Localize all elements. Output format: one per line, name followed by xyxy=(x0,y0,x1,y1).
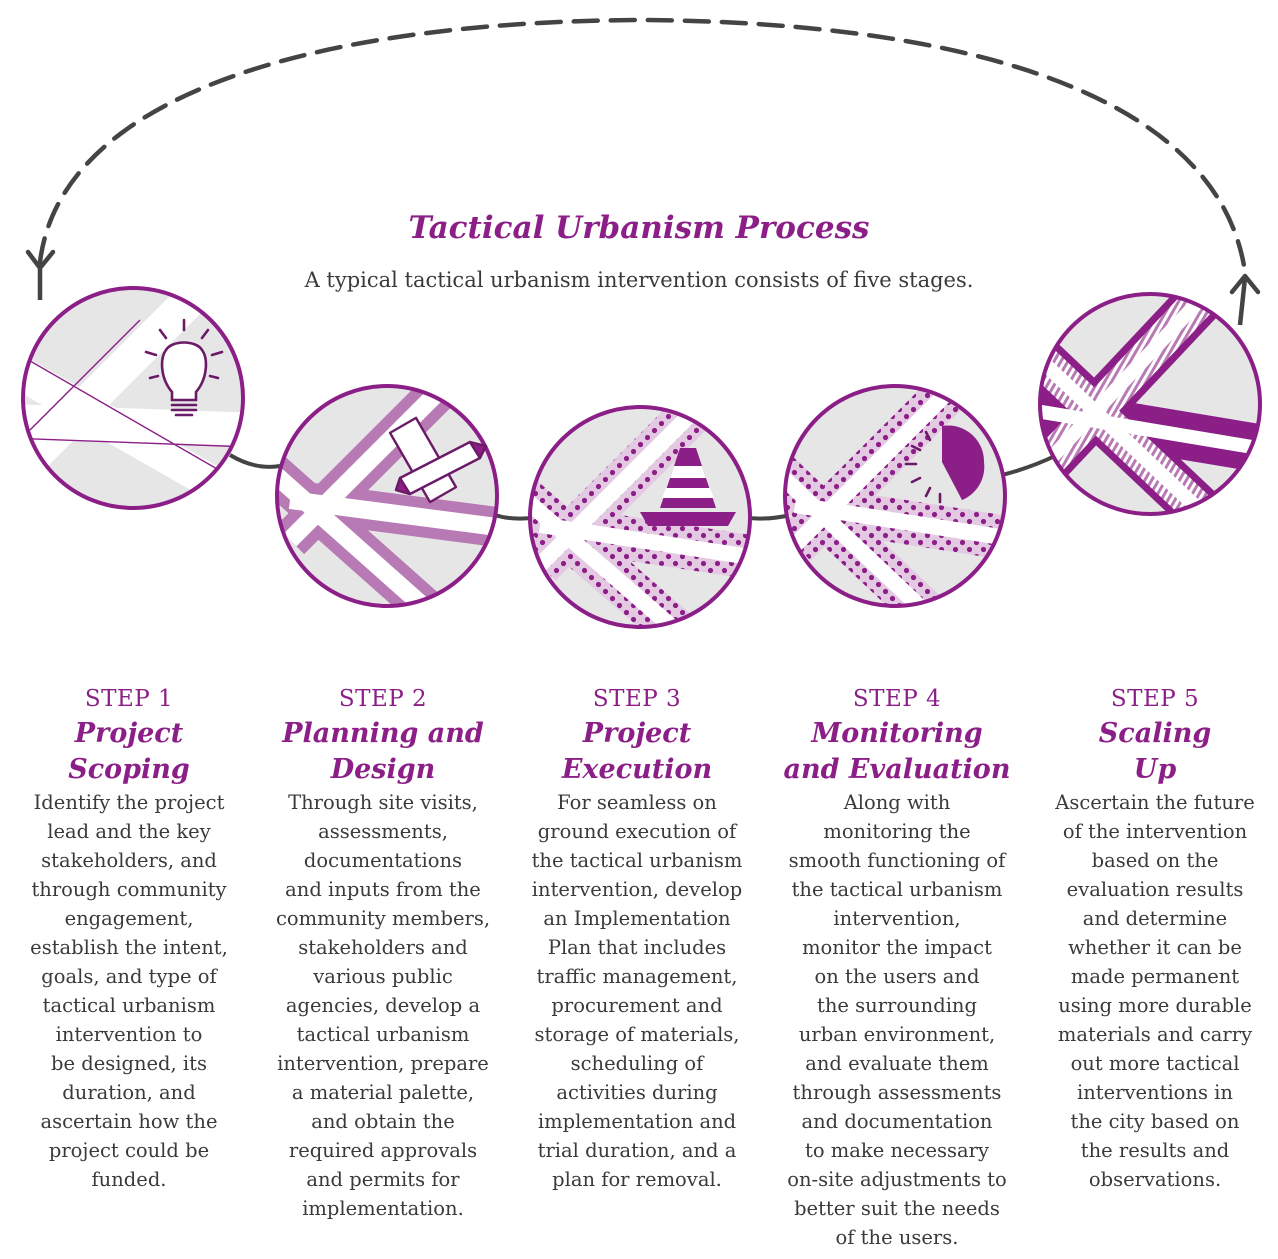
step-description: Identify the project lead and the key st… xyxy=(30,791,228,1191)
step-number: STEP 2 xyxy=(338,686,428,712)
step-2-illustration xyxy=(275,384,499,608)
step-description: For seamless on ground execution of the … xyxy=(531,791,743,1191)
process-diagram xyxy=(21,17,1262,629)
gauge-icon xyxy=(904,425,985,504)
step-title: Planning and Design xyxy=(282,718,484,785)
step-title: Monitoring and Evaluation xyxy=(783,718,1011,785)
step-4: STEP 4 Monitoring and Evaluation Along w… xyxy=(772,682,1022,1252)
step-description: Along with monitoring the smooth functio… xyxy=(787,791,1007,1249)
step-description: Ascertain the future of the intervention… xyxy=(1055,791,1255,1191)
step-title: Project Scoping xyxy=(68,718,190,785)
step-5: STEP 5 Scaling Up Ascertain the future o… xyxy=(1030,682,1278,1194)
feedback-loop-arrow xyxy=(37,17,1248,275)
page-title: Tactical Urbanism Process xyxy=(408,210,870,246)
step-description: Through site visits, assessments, docume… xyxy=(275,791,491,1220)
step-1-illustration xyxy=(21,286,245,510)
traffic-cone-icon xyxy=(640,448,736,526)
step-4-illustration xyxy=(783,384,1007,608)
step-number: STEP 3 xyxy=(592,686,682,712)
step-title: Project Execution xyxy=(561,718,713,785)
loop-arrowhead-right xyxy=(1229,273,1261,295)
step-3-illustration xyxy=(528,405,752,629)
page-subtitle: A typical tactical urbanism intervention… xyxy=(304,268,974,292)
step-number: STEP 4 xyxy=(852,686,942,712)
pencil-ruler-icon xyxy=(388,416,488,504)
step-title: Scaling Up xyxy=(1098,718,1212,785)
step-2: STEP 2 Planning and Design Through site … xyxy=(258,682,508,1223)
step-3: STEP 3 Project Execution For seamless on… xyxy=(512,682,762,1194)
step-5-illustration xyxy=(1038,292,1262,516)
step-number: STEP 1 xyxy=(84,686,174,712)
lightbulb-icon xyxy=(144,318,224,417)
step-number: STEP 5 xyxy=(1110,686,1200,712)
step-1: STEP 1 Project Scoping Identify the proj… xyxy=(4,682,254,1194)
